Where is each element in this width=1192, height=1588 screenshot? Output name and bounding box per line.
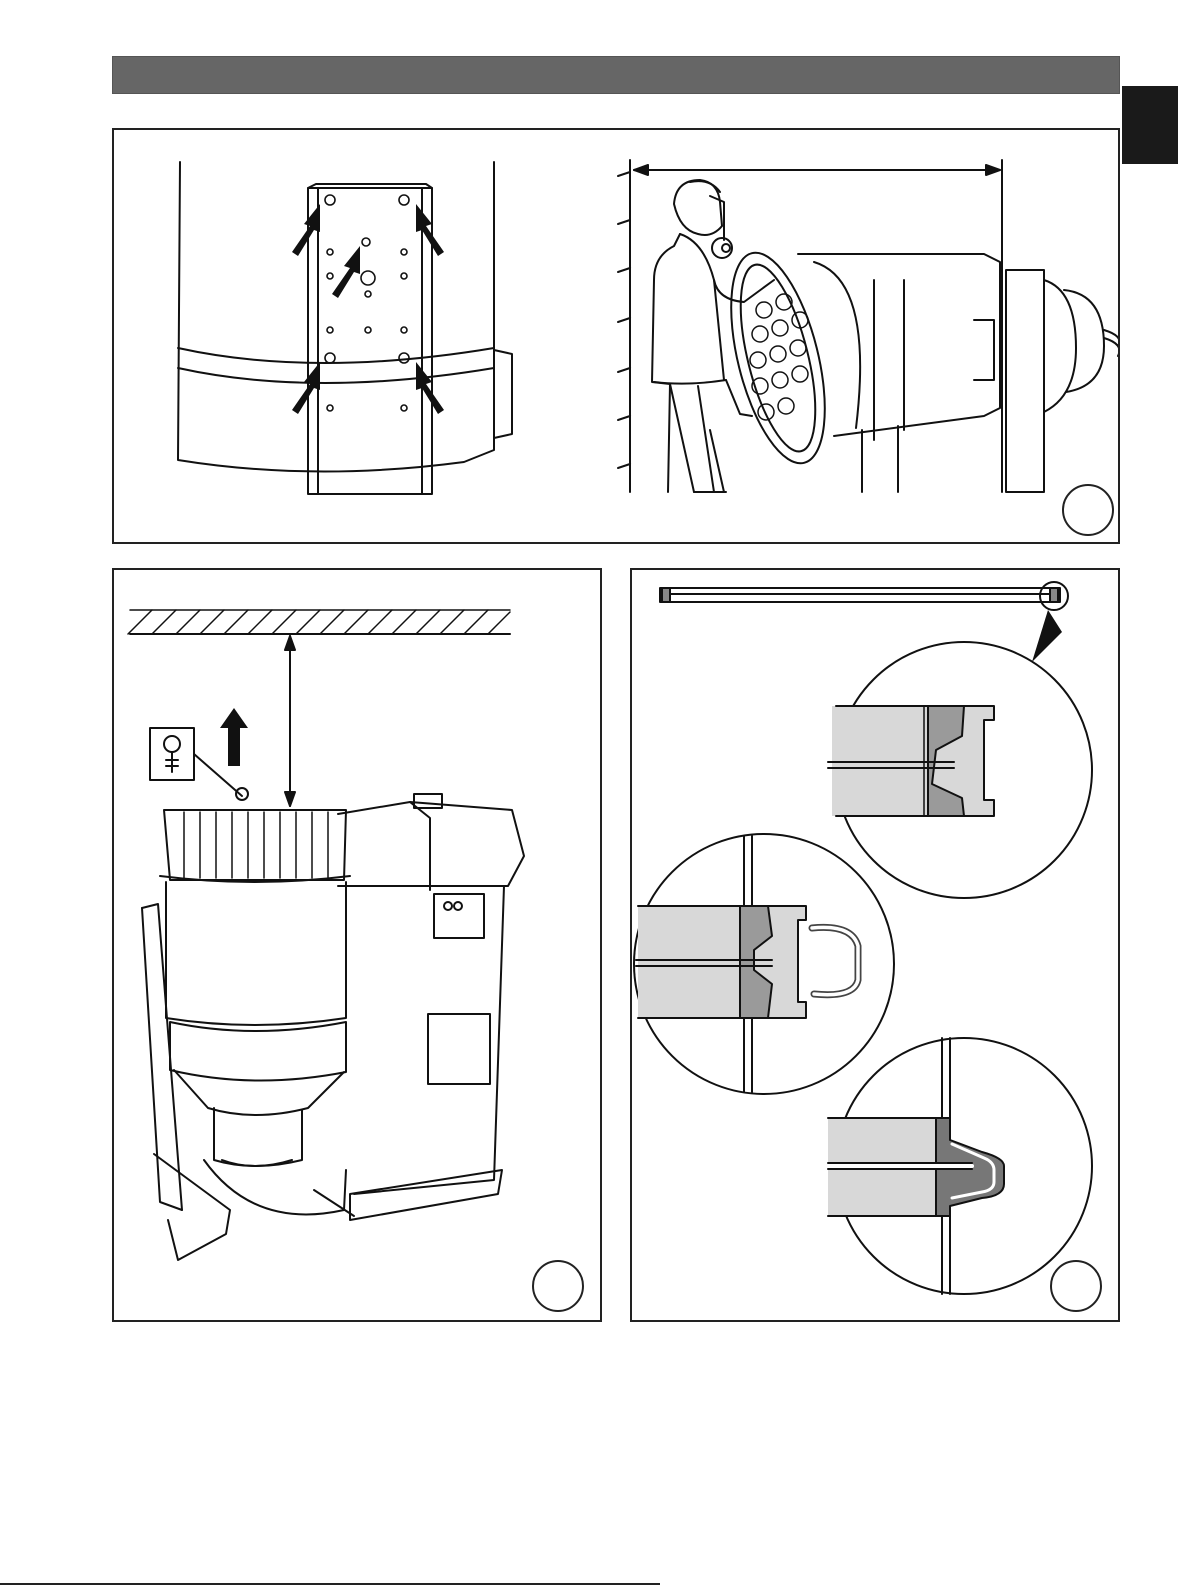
footer-rule <box>0 1583 660 1585</box>
arrow-icon <box>220 708 248 766</box>
section-header-bar <box>112 56 1120 94</box>
figure-top-illustration <box>114 130 1118 542</box>
person-with-respirator-icon <box>652 180 774 492</box>
figure-bottom-left <box>112 568 602 1322</box>
figure-number-circle <box>532 1260 584 1312</box>
figure-number-circle <box>1050 1260 1102 1312</box>
language-side-tab <box>1122 86 1178 164</box>
figure-bottom-left-illustration <box>114 570 600 1320</box>
figure-number-circle <box>1062 484 1114 536</box>
ceiling-hatch <box>128 610 510 634</box>
housing-frame <box>1006 270 1118 492</box>
figure-bottom-right <box>630 568 1120 1322</box>
seal-detail-2 <box>634 834 894 1094</box>
dimension-line <box>634 160 1002 492</box>
filter-housing-drawing <box>178 162 512 494</box>
mounting-holes <box>325 195 409 411</box>
filter-cartridge <box>713 244 1000 492</box>
figure-top <box>112 128 1120 544</box>
figure-bottom-right-illustration <box>632 570 1118 1320</box>
installation-drawing <box>618 160 1118 492</box>
clearance-dimension <box>285 636 295 806</box>
seal-detail-3 <box>828 1038 1092 1294</box>
seal-detail-1 <box>828 642 1092 898</box>
filter-unit-drawing <box>142 794 524 1260</box>
